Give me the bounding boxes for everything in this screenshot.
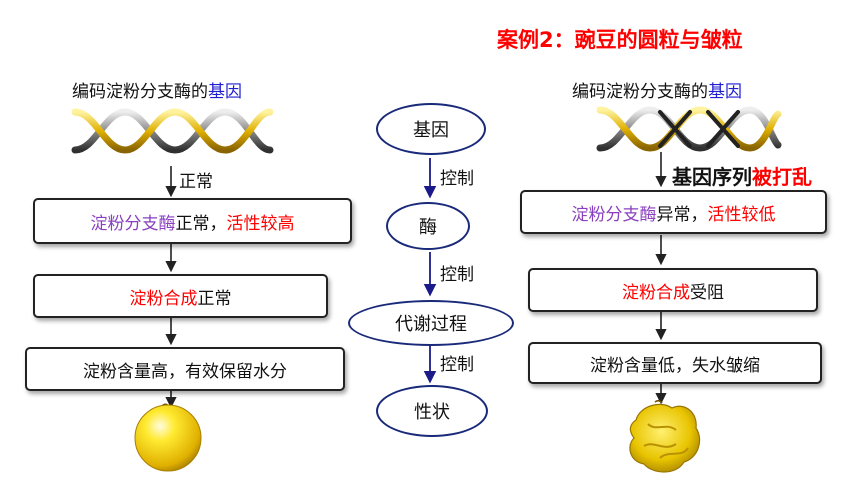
node-trait-label: 性状 xyxy=(414,402,450,423)
right-enzyme-activity: 活性较低 xyxy=(707,204,776,225)
right-enzyme-name: 淀粉分支酶 xyxy=(571,204,657,225)
right-synthesis-box: 淀粉合成受阻 xyxy=(528,268,818,312)
control-label-3: 控制 xyxy=(440,355,474,375)
node-enzyme-label: 酶 xyxy=(419,217,437,238)
right-gene-label: 编码淀粉分支酶的基因 xyxy=(572,77,742,102)
right-gene-label-keyword: 基因 xyxy=(708,82,742,102)
left-content-text: 淀粉含量高，有效保留水分 xyxy=(83,361,287,382)
wrinkled-pea-icon xyxy=(629,399,701,473)
round-pea-icon xyxy=(134,403,202,472)
left-normal-label: 正常 xyxy=(179,172,213,192)
left-content-box: 淀粉含量高，有效保留水分 xyxy=(25,347,345,391)
left-synthesis-name: 淀粉合成 xyxy=(129,288,198,309)
left-enzyme-box: 淀粉分支酶正常，活性较高 xyxy=(33,198,352,244)
right-content-text: 淀粉含量低，失水皱缩 xyxy=(590,355,760,376)
left-gene-label: 编码淀粉分支酶的基因 xyxy=(72,77,242,102)
right-content-box: 淀粉含量低，失水皱缩 xyxy=(528,342,822,384)
node-gene-label: 基因 xyxy=(413,120,449,141)
right-gene-label-prefix: 编码淀粉分支酶的 xyxy=(572,82,708,102)
slide-title: 案例2：豌豆的圆粒与皱粒 xyxy=(497,28,743,52)
right-synthesis-name: 淀粉合成 xyxy=(622,282,690,303)
node-metabolism-label: 代谢过程 xyxy=(395,314,467,335)
left-enzyme-activity: 活性较高 xyxy=(226,213,295,234)
left-enzyme-name: 淀粉分支酶 xyxy=(90,213,176,234)
node-trait: 性状 xyxy=(376,385,488,437)
control-label-2: 控制 xyxy=(440,265,474,285)
right-synthesis-state: 受阻 xyxy=(690,282,724,303)
right-dna-helix-icon xyxy=(596,106,782,152)
left-synthesis-state: 正常 xyxy=(197,288,232,309)
node-gene: 基因 xyxy=(376,103,486,155)
left-enzyme-state: 正常， xyxy=(175,213,227,234)
node-metabolism: 代谢过程 xyxy=(348,300,514,346)
scramble-label: 基因序列被打乱 xyxy=(672,161,812,190)
scramble-label-part1: 基因序列 xyxy=(672,165,752,189)
left-synthesis-box: 淀粉合成正常 xyxy=(33,274,328,318)
scramble-label-part2: 被打乱 xyxy=(752,165,812,189)
control-label-1: 控制 xyxy=(440,169,474,189)
left-gene-label-prefix: 编码淀粉分支酶的 xyxy=(72,82,208,102)
right-enzyme-state: 异常， xyxy=(656,204,708,225)
node-enzyme: 酶 xyxy=(386,202,470,250)
left-gene-label-keyword: 基因 xyxy=(208,82,242,102)
left-dna-helix-icon xyxy=(71,108,274,154)
right-enzyme-box: 淀粉分支酶异常，活性较低 xyxy=(520,190,827,234)
